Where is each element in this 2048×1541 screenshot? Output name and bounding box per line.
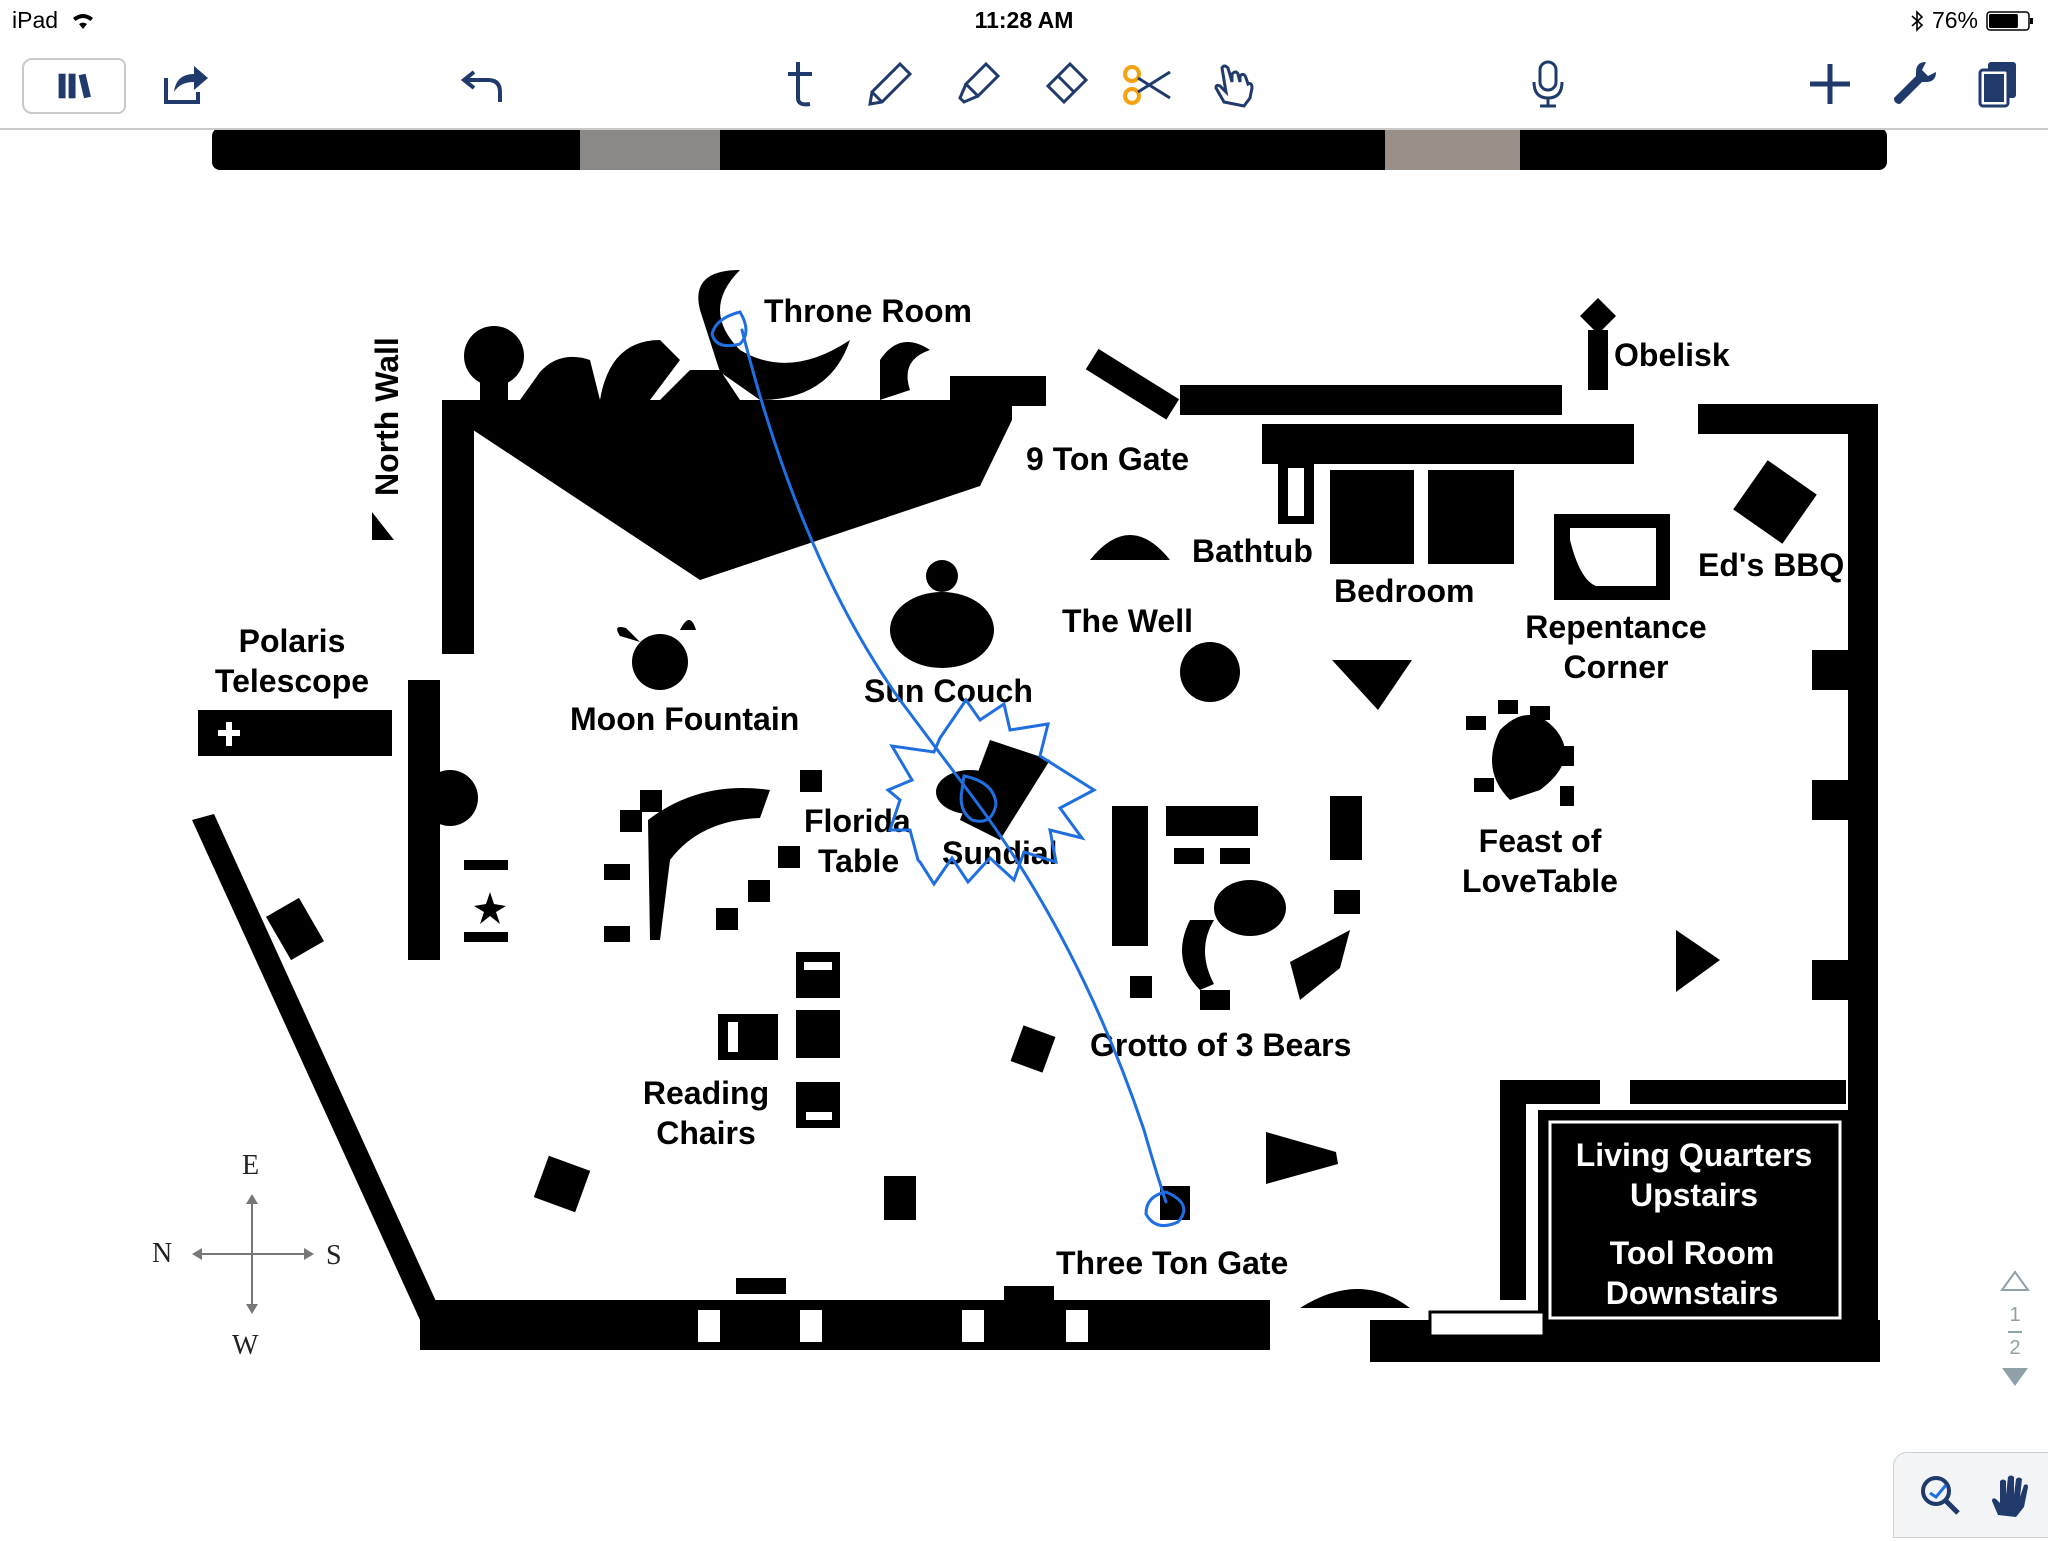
label-feast-of: Feast of xyxy=(1479,823,1602,859)
annotation-starburst xyxy=(885,697,1097,887)
label-table: Table xyxy=(818,843,899,879)
share-button[interactable] xyxy=(152,54,216,114)
label-downstairs: Downstairs xyxy=(1606,1275,1778,1311)
map-structures xyxy=(192,270,1880,1362)
label-living-quarters: Living Quarters xyxy=(1576,1137,1813,1173)
label-moon-fountain: Moon Fountain xyxy=(570,701,799,737)
wrench-icon xyxy=(1894,62,1936,104)
highlighter-icon xyxy=(958,61,1001,104)
text-tool-icon xyxy=(788,62,812,107)
add-button[interactable] xyxy=(1798,54,1862,114)
compass-e: E xyxy=(242,1150,259,1181)
pages-button[interactable] xyxy=(1966,54,2030,114)
page-down-icon[interactable] xyxy=(2000,1366,2030,1388)
add-icon xyxy=(1810,64,1850,104)
eraser-button[interactable] xyxy=(1034,54,1098,114)
pen-icon xyxy=(868,61,913,106)
compass-rose: E N S W xyxy=(152,1150,342,1361)
handwritten-annotation xyxy=(710,310,1186,1228)
annotation-throne-circle xyxy=(710,310,748,348)
label-chairs: Chairs xyxy=(656,1115,756,1151)
library-button[interactable] xyxy=(22,58,126,114)
document-page: Throne Room Obelisk North Wall 9 Ton Gat… xyxy=(0,128,2048,1536)
eraser-icon xyxy=(1045,61,1089,105)
microphone-icon xyxy=(1532,60,1564,108)
label-reading: Reading xyxy=(643,1075,769,1111)
zoom-icon[interactable] xyxy=(1916,1471,1964,1519)
label-bathtub: Bathtub xyxy=(1192,533,1313,569)
microphone-button[interactable] xyxy=(1516,54,1580,114)
clock: 11:28 AM xyxy=(974,7,1074,33)
label-eds-bbq: Ed's BBQ xyxy=(1698,547,1844,583)
label-polaris: Polaris xyxy=(239,623,346,659)
annotation-sundial-circle xyxy=(959,774,998,823)
label-grotto: Grotto of 3 Bears xyxy=(1090,1027,1351,1063)
hand-icon[interactable] xyxy=(1986,1471,2034,1519)
label-tool-room: Tool Room xyxy=(1610,1235,1775,1271)
library-icon xyxy=(58,73,91,99)
label-telescope: Telescope xyxy=(215,663,369,699)
bluetooth-icon xyxy=(1911,9,1924,32)
label-sun-couch: Sun Couch xyxy=(864,673,1033,709)
settings-button[interactable] xyxy=(1882,54,1946,114)
label-lovetable: LoveTable xyxy=(1462,863,1618,899)
annotation-route-line xyxy=(740,328,1168,1204)
label-north-wall: North Wall xyxy=(369,337,405,496)
label-throne-room: Throne Room xyxy=(764,293,972,329)
label-upstairs: Upstairs xyxy=(1630,1177,1758,1213)
pager-divider xyxy=(2008,1331,2022,1333)
status-right: 76% xyxy=(1910,7,2034,34)
map-labels: Throne Room Obelisk North Wall 9 Ton Gat… xyxy=(215,293,1844,1311)
label-corner: Corner xyxy=(1564,649,1669,685)
pages-icon xyxy=(1978,62,2016,108)
annotation-toolbar xyxy=(0,40,2048,130)
current-page: 1 xyxy=(2009,1304,2021,1326)
label-repentance: Repentance xyxy=(1525,609,1706,645)
undo-icon xyxy=(460,70,502,102)
pen-button[interactable] xyxy=(858,54,922,114)
wifi-icon xyxy=(73,14,94,29)
label-obelisk: Obelisk xyxy=(1614,337,1730,373)
pointer-hand-button[interactable] xyxy=(1202,54,1266,114)
page-up-icon[interactable] xyxy=(2000,1270,2030,1292)
battery-percent: 76% xyxy=(1931,7,1978,33)
scissors-button[interactable] xyxy=(1114,54,1178,114)
highlighter-button[interactable] xyxy=(946,54,1010,114)
label-9-ton-gate: 9 Ton Gate xyxy=(1026,441,1189,477)
compass-w: W xyxy=(232,1330,259,1361)
label-bedroom: Bedroom xyxy=(1334,573,1474,609)
page-navigator: 1 2 xyxy=(1998,1270,2032,1394)
text-tool-button[interactable] xyxy=(770,54,834,114)
carrier-label: iPad xyxy=(12,7,96,34)
compass-s: S xyxy=(326,1240,342,1271)
label-florida: Florida xyxy=(804,803,911,839)
scissors-icon xyxy=(1123,65,1171,105)
annotation-gate-circle xyxy=(1144,1190,1186,1228)
label-three-ton-gate: Three Ton Gate xyxy=(1056,1245,1288,1281)
top-photo-strip xyxy=(212,128,1887,170)
total-pages: 2 xyxy=(2009,1337,2021,1359)
undo-button[interactable] xyxy=(452,54,516,114)
compass-n: N xyxy=(152,1238,172,1269)
label-the-well: The Well xyxy=(1062,603,1193,639)
share-icon xyxy=(164,66,208,104)
pointer-hand-icon xyxy=(1214,64,1254,108)
bottom-tool-panel xyxy=(1893,1452,2048,1538)
battery-icon xyxy=(1986,10,2033,31)
status-bar: iPad 11:28 AM 76% xyxy=(0,0,2048,40)
map-figure: Throne Room Obelisk North Wall 9 Ton Gat… xyxy=(152,128,1887,1362)
